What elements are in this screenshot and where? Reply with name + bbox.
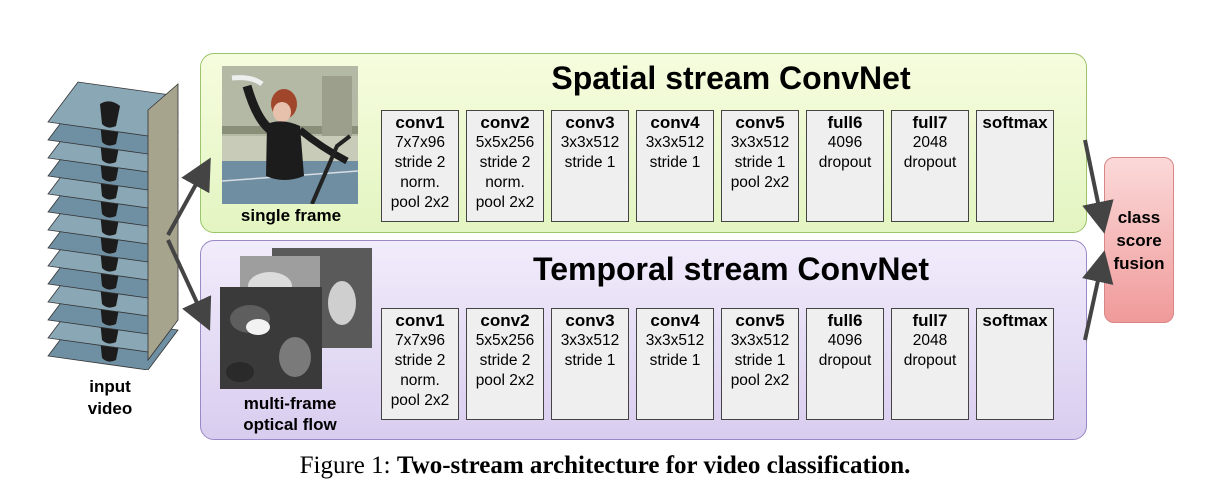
spatial-layer-name: conv3: [565, 113, 615, 132]
spatial-layer-conv5: conv5 3x3x512 stride 1 pool 2x2: [721, 110, 799, 222]
spatial-stream-title: Spatial stream ConvNet: [551, 60, 911, 96]
spatial-layer-conv3: conv3 3x3x512 stride 1: [551, 110, 629, 222]
spatial-layer-conv2: conv2 5x5x256 stride 2 norm. pool 2x2: [466, 110, 544, 222]
spatial-layer-name: conv2: [480, 113, 530, 132]
spatial-layer-spec: 3x3x512 stride 1 pool 2x2: [730, 134, 790, 191]
figure-caption-title: Two-stream architecture for video classi…: [396, 452, 911, 479]
temporal-layer-softmax: softmax: [976, 308, 1054, 420]
temporal-layer-conv3: conv3 3x3x512 stride 1: [551, 308, 629, 420]
temporal-layer-conv1: conv1 7x7x96 stride 2 norm. pool 2x2: [381, 308, 459, 420]
spatial-layer-spec: 3x3x512 stride 1: [645, 134, 705, 171]
input-video-stack: [47, 81, 179, 370]
spatial-layer-spec: 2048 dropout: [903, 134, 957, 171]
temporal-layer-spec: 5x5x256 stride 2 pool 2x2: [475, 332, 535, 389]
spatial-layer-full6: full6 4096 dropout: [806, 110, 884, 222]
spatial-layer-conv1: conv1 7x7x96 stride 2 norm. pool 2x2: [381, 110, 459, 222]
temporal-layer-name: conv5: [735, 311, 785, 330]
temporal-layer-name: conv2: [480, 311, 530, 330]
spatial-layer-spec: 3x3x512 stride 1: [560, 134, 620, 171]
temporal-layer-name: conv4: [650, 311, 700, 330]
temporal-layer-spec: 4096 dropout: [818, 332, 872, 369]
temporal-layer-conv4: conv4 3x3x512 stride 1: [636, 308, 714, 420]
temporal-layer-spec: 3x3x512 stride 1: [645, 332, 705, 369]
temporal-layer-conv2: conv2 5x5x256 stride 2 pool 2x2: [466, 308, 544, 420]
video-stack-side: [147, 83, 179, 362]
optical-flow-image-front: [220, 287, 322, 389]
temporal-layer-name: full7: [912, 311, 948, 330]
spatial-layer-name: conv1: [395, 113, 445, 132]
spatial-layer-conv4: conv4 3x3x512 stride 1: [636, 110, 714, 222]
spatial-layer-spec: 5x5x256 stride 2 norm. pool 2x2: [475, 134, 535, 211]
spatial-layers: conv1 7x7x96 stride 2 norm. pool 2x2 conv2…: [381, 110, 1054, 222]
single-frame-caption: single frame: [240, 206, 342, 225]
input-label-line2: video: [87, 399, 133, 418]
spatial-layer-name: full7: [912, 113, 948, 132]
temporal-layer-spec: 3x3x512 stride 1 pool 2x2: [730, 332, 790, 389]
temporal-layer-spec: 7x7x96 stride 2 norm. pool 2x2: [390, 332, 450, 409]
temporal-layer-name: conv3: [565, 311, 615, 330]
temporal-layer-full6: full6 4096 dropout: [806, 308, 884, 420]
optical-flow-caption: multi-frame optical flow: [210, 393, 370, 435]
spatial-layer-spec: 4096 dropout: [818, 134, 872, 171]
temporal-layer-name: softmax: [982, 311, 1048, 330]
spatial-layer-name: conv5: [735, 113, 785, 132]
temporal-layer-spec: 3x3x512 stride 1: [560, 332, 620, 369]
temporal-layer-name: conv1: [395, 311, 445, 330]
spatial-layer-name: full6: [827, 113, 863, 132]
spatial-layer-name: conv4: [650, 113, 700, 132]
temporal-layer-full7: full7 2048 dropout: [891, 308, 969, 420]
temporal-layer-conv5: conv5 3x3x512 stride 1 pool 2x2: [721, 308, 799, 420]
figure-caption-prefix: Figure 1:: [299, 452, 397, 479]
fusion-label: class score fusion: [1113, 207, 1165, 273]
spatial-layer-softmax: softmax: [976, 110, 1054, 222]
temporal-stream-title: Temporal stream ConvNet: [533, 251, 929, 287]
spatial-layer-spec: 7x7x96 stride 2 norm. pool 2x2: [390, 134, 450, 211]
class-score-fusion-box: class score fusion: [1104, 157, 1174, 323]
spatial-layer-full7: full7 2048 dropout: [891, 110, 969, 222]
spatial-layer-name: softmax: [982, 113, 1048, 132]
input-label-line1: input: [89, 377, 131, 396]
temporal-layer-name: full6: [827, 311, 863, 330]
optical-flow-caption-line1: multi-frame: [243, 394, 337, 413]
input-video-label: input video: [70, 376, 150, 420]
single-frame-image: [222, 66, 358, 204]
optical-flow-caption-line2: optical flow: [243, 415, 337, 434]
temporal-layer-spec: 2048 dropout: [903, 332, 957, 369]
video-frame-figure: [100, 101, 120, 128]
temporal-layers: conv1 7x7x96 stride 2 norm. pool 2x2 conv2…: [381, 308, 1054, 420]
arrow-temporal-to-fusion: [1082, 250, 1114, 341]
figure-caption: Figure 1: Two-stream architecture for vi…: [0, 452, 1210, 480]
arrow-spatial-to-fusion: [1082, 139, 1114, 234]
